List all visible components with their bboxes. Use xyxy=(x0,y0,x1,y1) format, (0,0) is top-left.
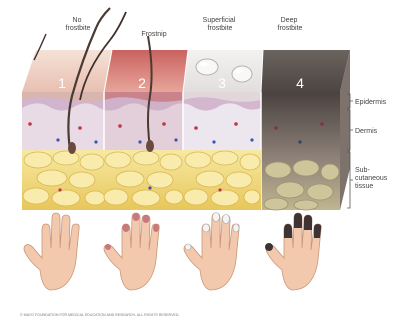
stage-number-3: 3 xyxy=(218,75,226,91)
stage-label-1: No frostbite xyxy=(66,17,91,32)
skin-cross-section: 1 2 3 4 xyxy=(22,8,350,210)
stage-4-surface xyxy=(261,50,350,92)
layer-label-subcutaneous: Sub- cutaneous tissue xyxy=(355,167,389,190)
hand-stage-4 xyxy=(265,213,321,290)
blister xyxy=(232,66,252,82)
credit-line: © MAYO FOUNDATION FOR MEDICAL EDUCATION … xyxy=(20,313,179,317)
stage-number-2: 2 xyxy=(138,75,146,91)
layer-label-dermis: Dermis xyxy=(355,128,378,135)
stage-label-4: Deep frostbite xyxy=(278,17,303,32)
layer-labels: Epidermis Dermis Sub- cutaneous tissue xyxy=(347,94,389,208)
stage-label-2: Frostnip xyxy=(141,31,166,38)
hand-stage-1 xyxy=(24,213,79,290)
stage-number-1: 1 xyxy=(58,75,66,91)
hand-stage-3 xyxy=(184,213,239,291)
layer-label-epidermis: Epidermis xyxy=(355,99,387,106)
stage-number-4: 4 xyxy=(296,75,304,91)
stage-2-surface xyxy=(104,50,188,92)
hand-stage-2 xyxy=(104,213,159,290)
stage-label-3: Superficial frostbite xyxy=(203,17,238,32)
hands-row xyxy=(24,213,321,291)
blister xyxy=(196,59,218,75)
